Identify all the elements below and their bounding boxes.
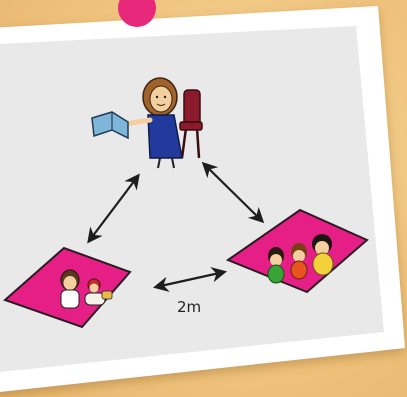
card-inner-panel bbox=[0, 26, 384, 372]
distance-label: 2m bbox=[177, 298, 201, 316]
